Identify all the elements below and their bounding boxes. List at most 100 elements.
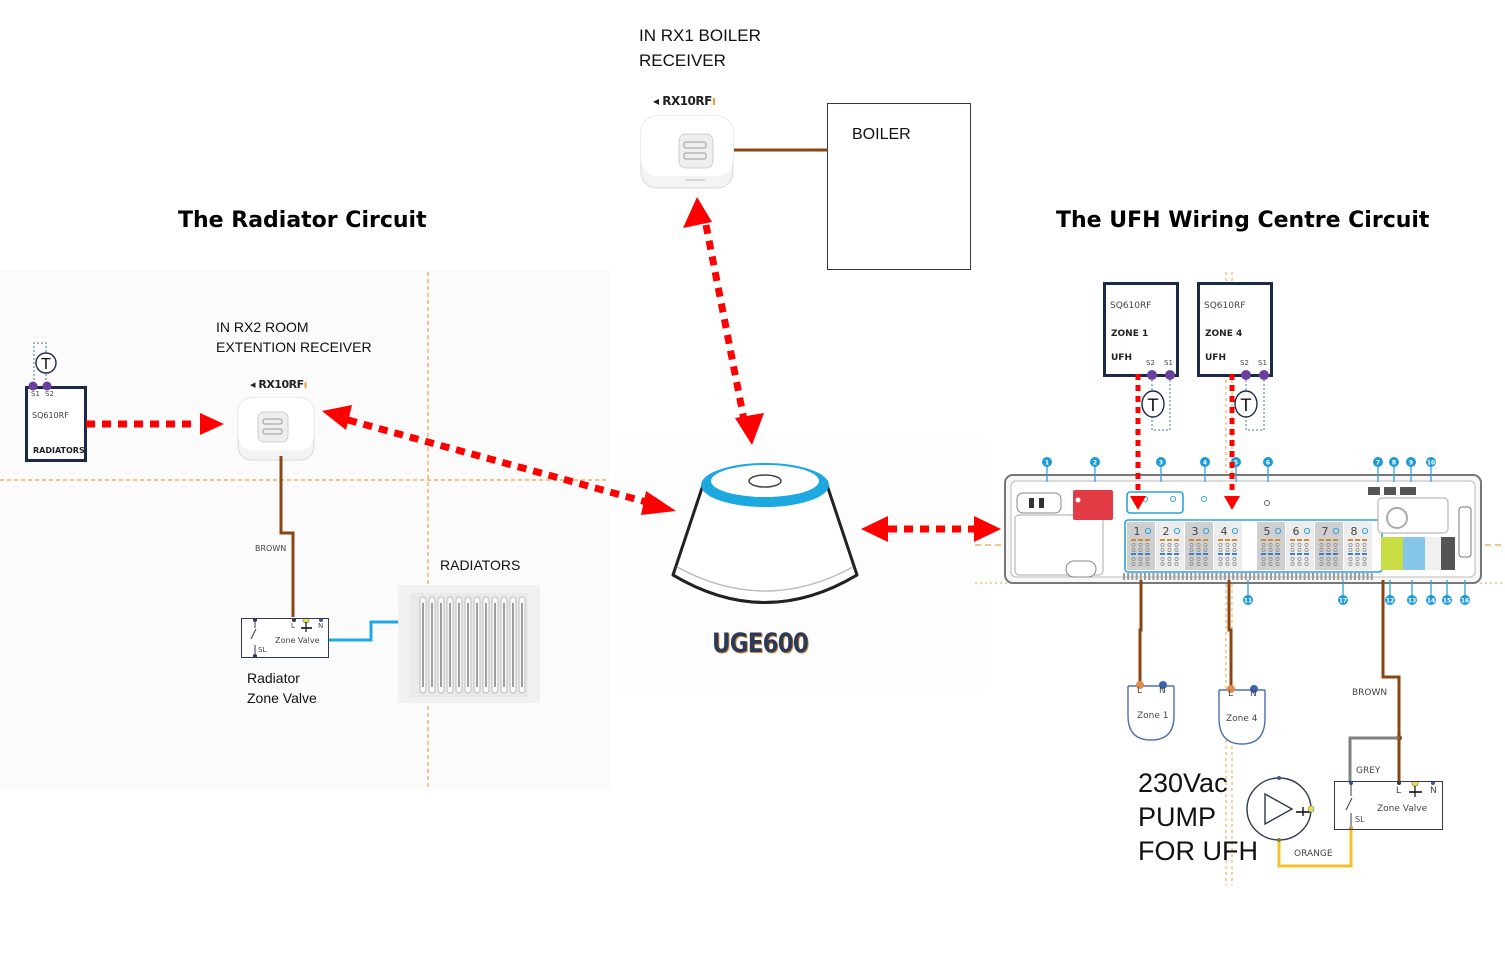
- boiler-receiver-rx10rf[interactable]: ◂ RX10RFı: [625, 90, 740, 195]
- terminal-mark: [1319, 539, 1324, 541]
- cable-clip: [1223, 573, 1226, 580]
- callout-14-label: 14: [1427, 598, 1435, 605]
- callout-15-marker: [1442, 595, 1452, 605]
- terminal-mark: [1290, 539, 1295, 541]
- cable-clip: [1173, 573, 1176, 580]
- radiator-zone-valve[interactable]: L N Zone Valve SL: [241, 618, 329, 658]
- terminal-screw: [1160, 557, 1165, 561]
- terminal-screw: [1268, 557, 1273, 561]
- callout-16-marker: [1460, 595, 1470, 605]
- terminal-screw: [1348, 557, 1353, 561]
- cable-clip: [1253, 573, 1256, 580]
- terminal-mark: [1218, 553, 1223, 555]
- terminal-mark: [1326, 553, 1331, 555]
- zone-number: 3: [1192, 525, 1199, 538]
- callout-9-marker: [1406, 457, 1416, 467]
- terminal-mark: [1355, 539, 1360, 541]
- thermostat-type: UFH: [1205, 353, 1226, 363]
- terminal-screw: [1355, 562, 1360, 566]
- cable-clip: [1160, 573, 1163, 580]
- callout-13-marker: [1407, 595, 1417, 605]
- callout-1-marker: [1042, 457, 1052, 467]
- caption-line: EXTENTION RECEIVER: [216, 339, 372, 355]
- terminal-screw: [1232, 557, 1237, 561]
- ufh-zone-valve[interactable]: L N Zone Valve SL: [1334, 781, 1443, 830]
- terminal-screw: [1167, 548, 1172, 552]
- terminal-mark: [1145, 553, 1150, 555]
- terminal-mark: [1203, 553, 1208, 555]
- callout-5-label: 5: [1234, 460, 1238, 467]
- brown-wire: [279, 456, 295, 617]
- terminal-screw: [1326, 543, 1331, 547]
- caption-line: IN RX1 BOILER: [639, 26, 761, 45]
- terminal-screw: [1145, 557, 1150, 561]
- cable-clip: [1207, 573, 1209, 580]
- valve-term-l: L: [291, 622, 295, 630]
- callout-16-label: 16: [1461, 598, 1469, 605]
- terminal-screw: [1174, 548, 1179, 552]
- actuator-zone1-term-l: L: [1137, 686, 1143, 696]
- radiators-label: RADIATORS: [440, 557, 521, 573]
- cable-clip: [1341, 573, 1344, 580]
- callout-10-label: 10: [1427, 460, 1435, 467]
- svg-text:T: T: [1240, 396, 1252, 416]
- actuator-zone4-label[interactable]: Zone 4: [1226, 714, 1258, 724]
- zone-led: [1202, 527, 1210, 535]
- terminal-screw: [1319, 562, 1324, 566]
- ufh-thermostat-zone4[interactable]: SQ610RF ZONE 4 UFH S2 S1: [1197, 282, 1273, 377]
- cable-clip: [1156, 573, 1159, 580]
- terminal-screw: [1189, 557, 1194, 561]
- terminal-screw: [1225, 543, 1230, 547]
- ufh-thermostat-zone1[interactable]: SQ610RF ZONE 1 UFH S2 S1: [1103, 282, 1179, 377]
- terminal-screw: [1297, 562, 1302, 566]
- cable-clip: [1354, 573, 1356, 580]
- terminal-screw: [1138, 557, 1143, 561]
- terminal-screw: [1261, 562, 1266, 566]
- terminal-screw: [1297, 543, 1302, 547]
- terminal-screw: [1304, 557, 1309, 561]
- cable-clip: [1312, 573, 1314, 580]
- cable-clip: [1198, 573, 1201, 580]
- callout-10-marker: [1426, 457, 1436, 467]
- callout-1-label: 1: [1045, 460, 1049, 467]
- terminal-screw: [1203, 562, 1208, 566]
- terminal-mark: [1275, 553, 1280, 555]
- cable-clip: [1349, 573, 1352, 580]
- terminal-screw: [1145, 548, 1150, 552]
- rf-link-thermostat-receiver: [86, 413, 224, 435]
- caption-line: Zone Valve: [247, 690, 317, 706]
- ufh-wire-label-grey: GREY: [1356, 766, 1381, 776]
- terminal-mark: [1131, 553, 1136, 555]
- rf-link-boiler-gateway: [683, 197, 764, 445]
- zone-number: 7: [1322, 525, 1329, 538]
- thermostat-model: SQ610RF: [1110, 301, 1152, 311]
- radiator-image[interactable]: [398, 585, 540, 703]
- rf-link-zone1-thermostat: [1130, 374, 1146, 510]
- terminal-screw: [1268, 548, 1273, 552]
- boiler-box[interactable]: BOILER: [827, 103, 971, 270]
- cable-clip: [1286, 573, 1289, 580]
- room-receiver-caption: IN RX2 ROOM EXTENTION RECEIVER: [216, 317, 372, 357]
- actuator-zone1-label[interactable]: Zone 1: [1137, 711, 1169, 721]
- cable-clip: [1123, 573, 1125, 580]
- terminal-mark: [1232, 553, 1237, 555]
- terminal-screw: [1348, 562, 1353, 566]
- rf-link-receiver-gateway: [322, 405, 676, 515]
- terminal-mark: [1319, 553, 1324, 555]
- terminal-screw: [1290, 562, 1295, 566]
- terminal-screw: [1167, 543, 1172, 547]
- rx-model-label: ◂ RX10RFı: [250, 378, 307, 391]
- gateway-uge600[interactable]: [665, 455, 865, 625]
- terminal-screw: [1304, 548, 1309, 552]
- caption-line: PUMP: [1138, 802, 1217, 832]
- cable-clip: [1295, 573, 1298, 580]
- terminal-mark: [1261, 553, 1266, 555]
- room-receiver-rx10rf[interactable]: ◂ RX10RFı: [228, 376, 323, 466]
- terminal-screw: [1333, 557, 1338, 561]
- radiator-thermostat-sq610rf[interactable]: S1 S2 SQ610RF RADIATORS: [25, 386, 87, 462]
- terminal-screw: [1319, 557, 1324, 561]
- terminal-mark: [1268, 553, 1273, 555]
- terminal-screw: [1362, 543, 1367, 547]
- brown-wire: [1138, 580, 1143, 684]
